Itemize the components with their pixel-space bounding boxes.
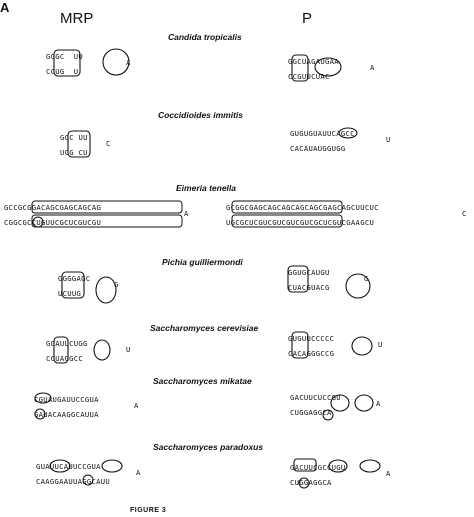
p-column-header: P [302,10,313,27]
mrp-column-header: MRP [60,10,94,27]
hairpin-top-strand: GGAUUCUGG [46,339,88,348]
hairpin-loop-base: G [364,274,369,283]
hairpin-top-strand: GCCGCGGACAGCGAGCAGCAG [4,203,102,212]
p-hairpin-s-mikatae: GACUUCUCCGU CUGGAGGCA A [290,393,380,421]
hairpin-loop-base: A [134,401,139,410]
p-hairpin-coccidioides: GUGUGUAUUCAGCC CACAUAUGGUGG U [290,127,390,153]
hairpin-bottom-strand: CGGCGCCUGUUCGCUCGUCGU [4,218,102,227]
p-hairpin-eimeria: GCGGCGAGCAGCAGCAGCAGCGAGCAGCUUCUC UGCGCU… [226,200,466,228]
species-title-eimeria: Eimeria tenella [176,183,237,193]
hairpin-bottom-strand: GAUACAAGGCAUUA [34,410,99,419]
species-title-coccidioides: Coccidioides immitis [158,110,244,120]
hairpin-bottom-strand: CCGUUCUAC [288,72,330,81]
hairpin-loop-base: A [136,468,141,477]
species-title-s-paradoxus: Saccharomyces paradoxus [153,442,264,452]
p-hairpin-candida: GGCUAGAUGAA CCGUUCUAC A [288,54,374,82]
hairpin-top-strand: GUAUUCAUUCCGUA [36,462,101,471]
hairpin-bottom-strand: CAAGGAAUUAGGCAUU [36,477,111,486]
hairpin-loop-base: U [378,340,383,349]
hairpin-top-strand: GUGUUCCCCC [288,334,335,343]
figure-caption: FIGURE 3 [130,507,167,514]
hairpin-top-strand: GUGUGUAUUCAGCC [290,129,355,138]
hairpin-bottom-strand: UGCGCUCGUCGUCGUCGUCGCUCGUCGAAGCU [226,218,375,227]
hairpin-bottom-strand: CACAUAUGGUGG [290,144,346,153]
hairpin-top-strand: GGCUAGAUGAA [288,57,339,66]
hairpin-top-strand: CGUAUGAUUCCGUA [34,395,99,404]
hairpin-top-strand: GGC UU [60,133,88,142]
hairpin-bottom-strand: CCUAGGCC [46,354,84,363]
p-hairpin-s-cerevisiae: GUGUUCCCCC CACAGGGCCG U [288,331,382,359]
hairpin-bottom-strand: CACAGGGCCG [288,349,335,358]
hairpin-top-strand: GACUUCUCCGU [290,393,341,402]
mrp-hairpin-pichia: GGGGAGC UCUUG G [58,271,118,304]
mrp-hairpin-coccidioides: GGC UU UCG CU C [60,130,110,158]
hairpin-top-strand: GCGGCGAGCAGCAGCAGCAGCGAGCAGCUUCUC [226,203,379,212]
mrp-hairpin-eimeria: GCCGCGGACAGCGAGCAGCAG CGGCGCCUGUUCGCUCGU… [4,200,188,228]
mrp-hairpin-candida: GGGC UU CCUG U A [46,48,130,77]
hairpin-bottom-strand: CUGGAGGCA [290,478,332,487]
p-hairpin-s-paradoxus: GACUUCGCCUGU CUGGAGGCA A [290,458,390,489]
hairpin-top-strand: GGUGCAUGU [288,268,330,277]
hairpin-bottom-strand: UCUUG [58,289,82,298]
hairpin-loop-base: U [126,345,131,354]
hairpin-loop-base: A [386,469,391,478]
hairpin-bottom-strand: UCG CU [60,148,88,157]
panel-label: A [0,0,10,15]
species-title-s-cerevisiae: Saccharomyces cerevisiae [150,323,259,333]
hairpin-bottom-strand: CCUG U [46,67,79,76]
species-title-pichia: Pichia guilliermondi [162,257,243,267]
hairpin-loop-base: A [370,63,375,72]
hairpin-loop-base: A [184,209,189,218]
species-title-candida: Candida tropicalis [168,32,242,42]
hairpin-loop-base: U [386,135,391,144]
hairpin-top-strand: GGGGAGC [58,274,91,283]
hairpin-loop-base: G [114,280,119,289]
mrp-hairpin-s-cerevisiae: GGAUUCUGG CCUAGGCC U [46,336,130,364]
mrp-hairpin-s-mikatae: CGUAUGAUUCCGUA GAUACAAGGCAUUA A [34,392,138,420]
species-title-s-mikatae: Saccharomyces mikatae [153,376,252,386]
hairpin-top-strand: GGGC UU [46,52,84,61]
hairpin-loop-base: C [462,209,467,218]
hairpin-bottom-strand: CUACGUACG [288,283,330,292]
mrp-hairpin-s-paradoxus: GUAUUCAUUCCGUA CAAGGAAUUAGGCAUU A [36,459,140,486]
hairpin-top-strand: GACUUCGCCUGU [290,463,346,472]
p-hairpin-pichia: GGUGCAUGU CUACGUACG G [287,265,371,299]
hairpin-loop-base: A [126,58,131,67]
hairpin-loop-base: C [106,139,111,148]
hairpin-loop-base: A [376,399,381,408]
hairpin-bottom-strand: CUGGAGGCA [290,408,332,417]
